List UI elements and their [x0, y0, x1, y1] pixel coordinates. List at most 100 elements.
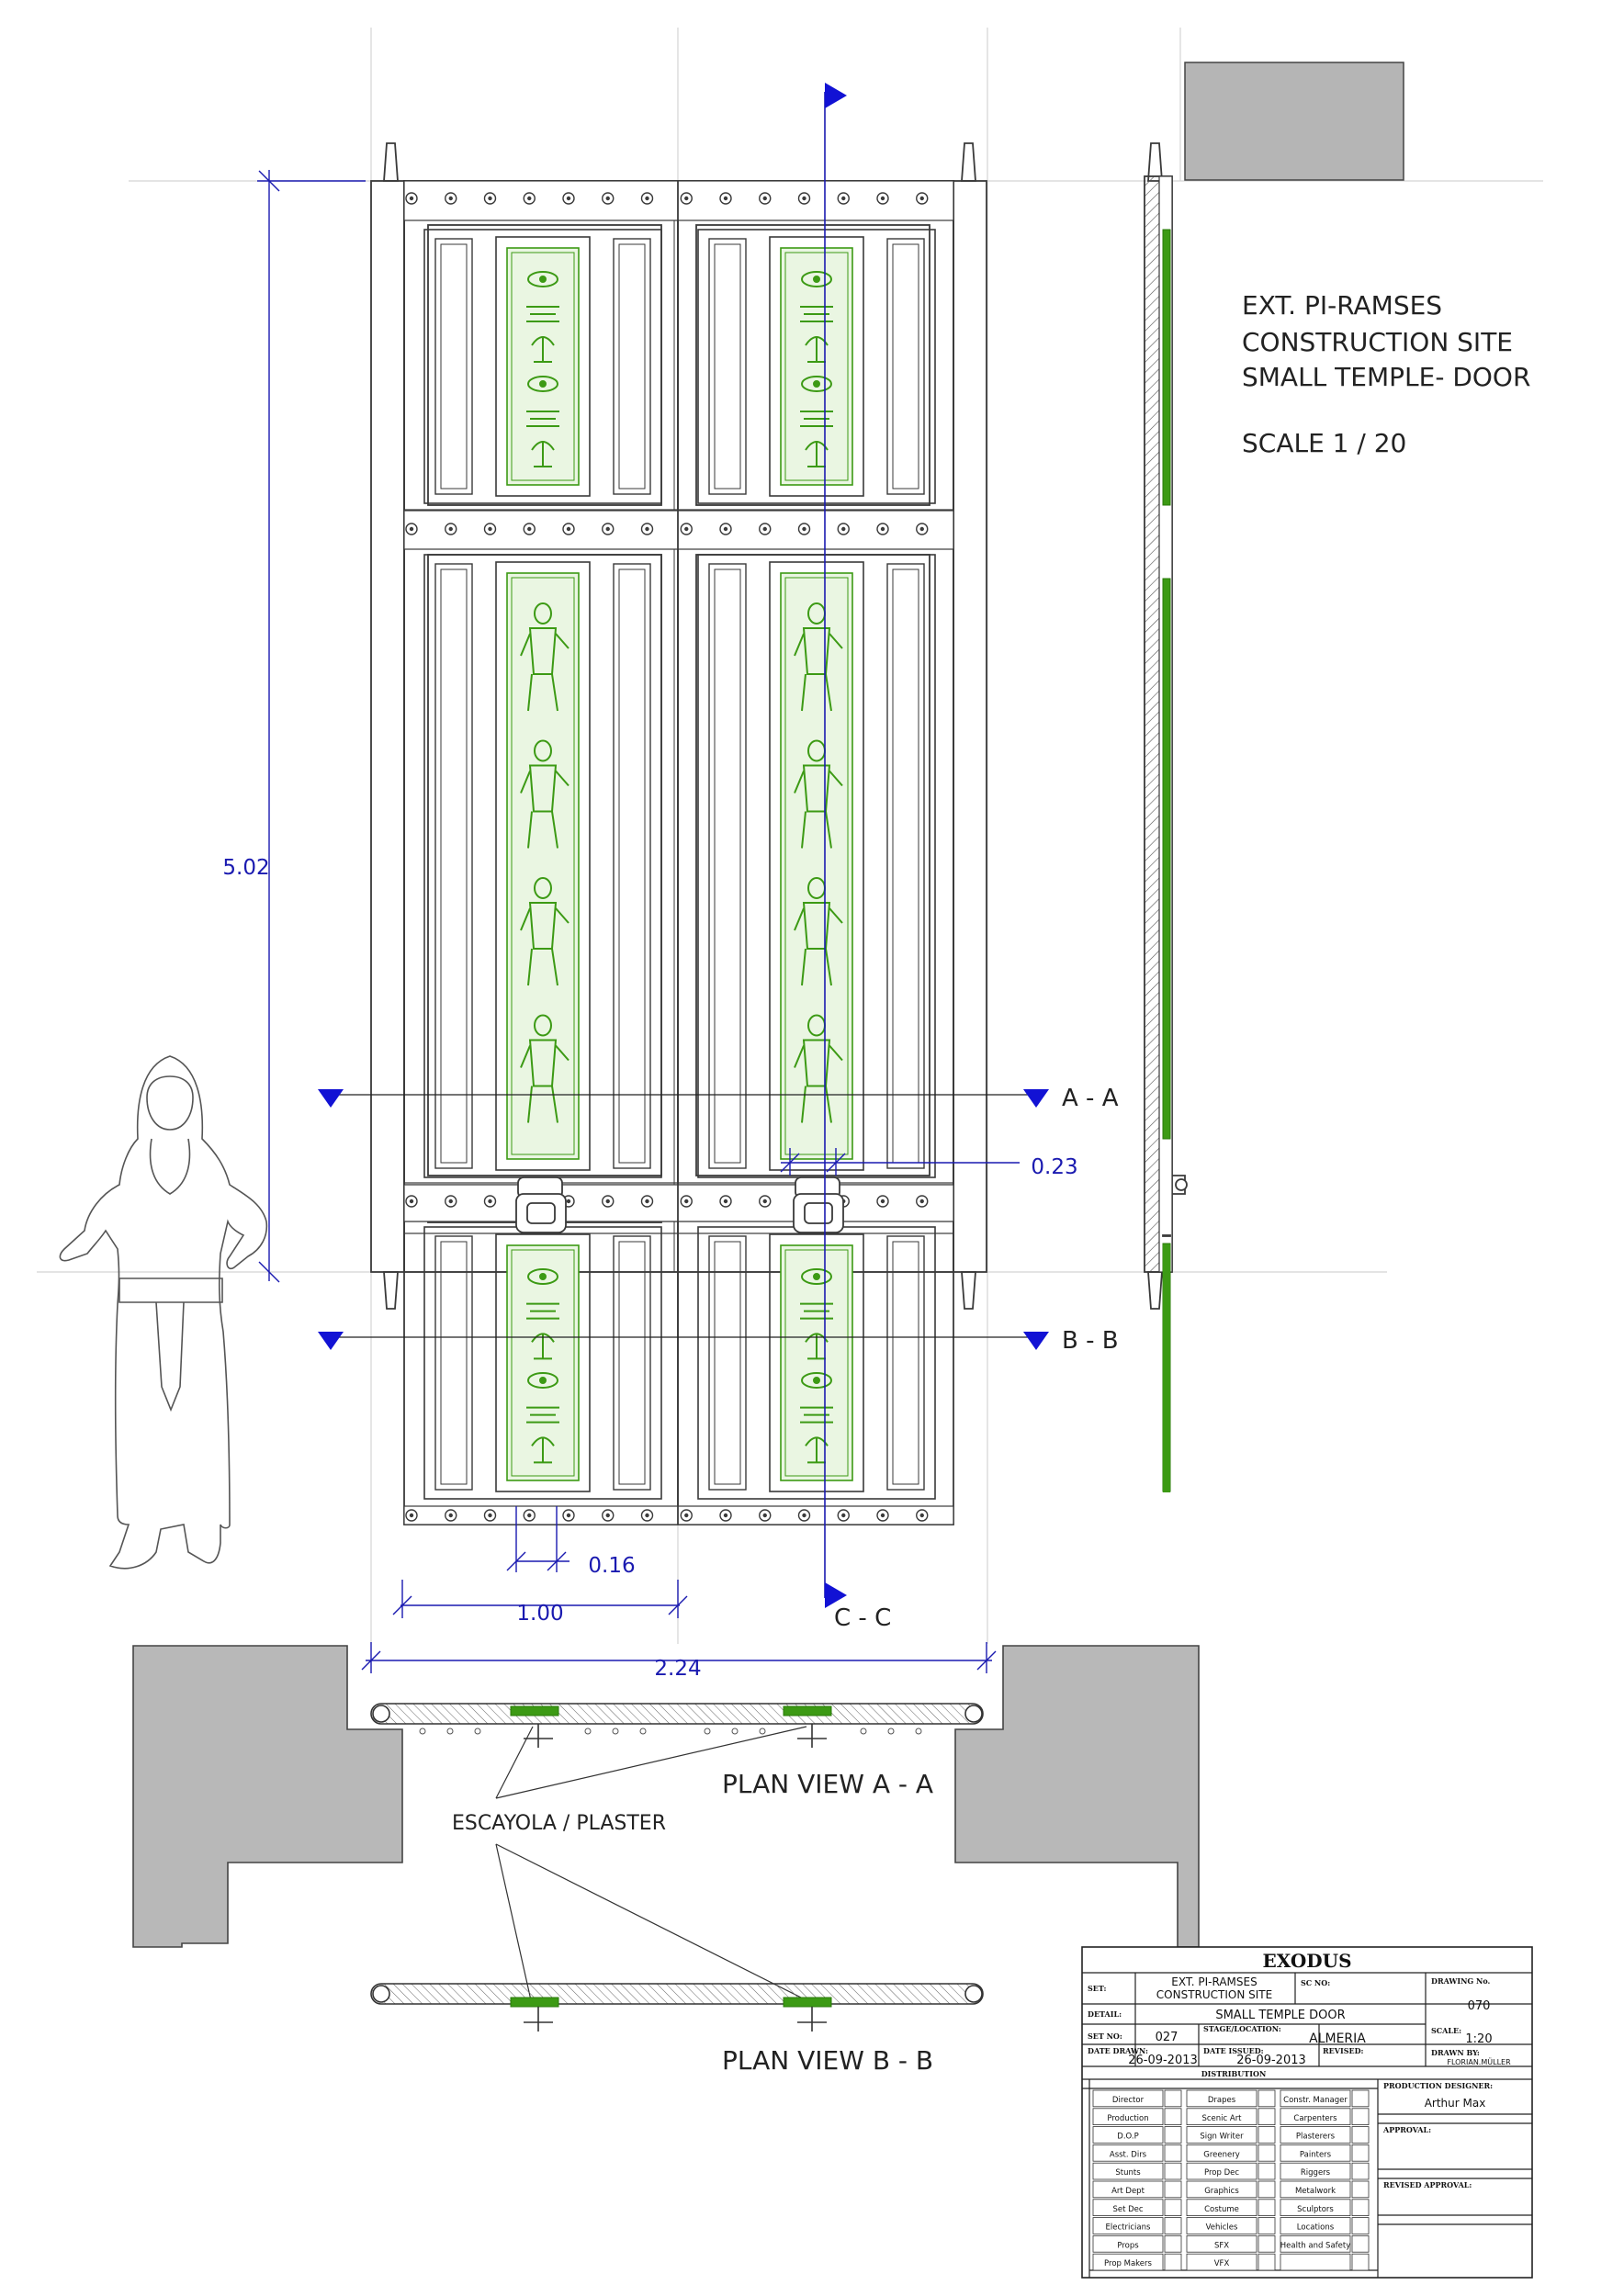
distribution-label: Director [1112, 2096, 1145, 2105]
stile-panel-right [613, 1235, 651, 1491]
stile-panel-inner [892, 1241, 919, 1485]
rivet-center [488, 1199, 492, 1204]
distribution-label: Asst. Dirs [1110, 2150, 1147, 2159]
rivet-center [605, 196, 610, 201]
title-block-setno-value: 027 [1156, 2031, 1179, 2044]
relief-figure [520, 877, 570, 986]
relief-strip-border [784, 577, 849, 1155]
stile-panel-right [613, 563, 651, 1169]
title-block-set-label: SET: [1088, 1984, 1107, 1993]
stile-panel-right [886, 238, 925, 495]
rivet-center [919, 196, 924, 201]
distribution-cell [1280, 2234, 1351, 2253]
dimension-strip-width: 0.16 [588, 1554, 635, 1578]
door-frame-outer [403, 180, 954, 1525]
stile-panel-inner [618, 243, 646, 490]
rivet-center [919, 1513, 924, 1518]
distribution-label: Prop Dec [1204, 2168, 1239, 2178]
title-block-detail-value: SMALL TEMPLE DOOR [1215, 2009, 1345, 2022]
distribution-check [1164, 2199, 1182, 2217]
title-block-stage-value: ALMERIA [1309, 2032, 1366, 2046]
rivet-center [841, 196, 846, 201]
distribution-cell [1092, 2199, 1164, 2217]
distribution-check [1257, 2234, 1276, 2253]
relief-frame [769, 236, 864, 497]
rivet-center [880, 1199, 885, 1204]
stile-panel-right [886, 1235, 925, 1491]
dimension-height: 5.02 [222, 856, 269, 880]
distribution-check [1351, 2108, 1370, 2126]
distribution-check [1351, 2144, 1370, 2162]
relief-strip-border [511, 252, 575, 481]
relief-glyph [526, 1302, 559, 1320]
distribution-cell [1280, 2108, 1351, 2126]
door-panel-frame [423, 229, 662, 504]
rivet-center [762, 526, 767, 532]
distribution-cell [1186, 2234, 1257, 2253]
distribution-label: Plasterers [1296, 2133, 1336, 2142]
relief-frame [495, 236, 591, 497]
relief-glyph [801, 1268, 832, 1285]
stile-panel-right [613, 238, 651, 495]
distribution-label: Metalwork [1295, 2187, 1336, 2196]
distribution-cell [1092, 2108, 1164, 2126]
distribution-label: Health and Safety [1280, 2241, 1351, 2250]
title-block-set-value-1: EXT. PI-RAMSES [1171, 1975, 1257, 1988]
distribution-cell [1186, 2108, 1257, 2126]
distribution-cell [1186, 2126, 1257, 2144]
rivet-center [762, 196, 767, 201]
distribution-check [1351, 2199, 1370, 2217]
relief-figure [794, 602, 843, 712]
rivet-center [448, 196, 453, 201]
title-block-detail-label: DETAIL: [1088, 2009, 1122, 2019]
distribution-label: Graphics [1204, 2187, 1239, 2196]
rivet-center [566, 526, 571, 532]
rivet-center [605, 1513, 610, 1518]
note-line-2: CONSTRUCTION SITE [1242, 327, 1513, 357]
relief-glyph [801, 1372, 832, 1389]
title-block-revised-approval-label: REVISED APPROVAL: [1383, 2180, 1472, 2189]
distribution-label: Props [1117, 2241, 1139, 2250]
distribution-check [1257, 2126, 1276, 2144]
distribution-label: Carpenters [1293, 2114, 1337, 2123]
distribution-check [1164, 2162, 1182, 2180]
rivet-center [762, 1513, 767, 1518]
relief-glyph [526, 411, 559, 427]
section-lines [327, 92, 1043, 1598]
rivet-center [488, 526, 492, 532]
title-block-distribution-label: DISTRIBUTION [1201, 2069, 1267, 2078]
rivet-center [448, 1199, 453, 1204]
stile-panel-inner [440, 1241, 468, 1485]
distribution-label: D.O.P [1117, 2133, 1138, 2142]
distribution-cell [1186, 2144, 1257, 2162]
rivet-center [527, 1513, 532, 1518]
rivet-center [684, 196, 689, 201]
distribution-label: Costume [1204, 2205, 1239, 2214]
relief-figure [520, 1014, 570, 1123]
distribution-label: Art Dept [1111, 2187, 1145, 2196]
distribution-check [1164, 2144, 1182, 2162]
relief-strip [780, 572, 853, 1160]
title-block-approval-label: APPROVAL: [1382, 2125, 1431, 2134]
distribution-label: Sculptors [1297, 2205, 1334, 2214]
distribution-cell [1280, 2126, 1351, 2144]
relief-frame [495, 561, 591, 1171]
title-block-date-drawn-label: DATE DRAWN: [1088, 2046, 1148, 2055]
rivet-center [605, 526, 610, 532]
stile-panel-inner [714, 1241, 741, 1485]
distribution-cell [1186, 2162, 1257, 2180]
rivet-center [488, 1513, 492, 1518]
distribution-check [1257, 2162, 1276, 2180]
distribution-cell [1186, 2217, 1257, 2234]
stile-panel-inner [618, 1241, 646, 1485]
distribution-cell [1186, 2199, 1257, 2217]
relief-glyph [531, 336, 555, 363]
distribution-check [1257, 2180, 1276, 2199]
distribution-check [1164, 2217, 1182, 2234]
ring-handle-left [515, 1176, 567, 1233]
wall-block-top [1184, 62, 1404, 181]
rivet-center [802, 1513, 806, 1518]
distribution-check [1164, 2108, 1182, 2126]
section-marker-cc-top [825, 83, 847, 108]
relief-figure [794, 739, 843, 849]
